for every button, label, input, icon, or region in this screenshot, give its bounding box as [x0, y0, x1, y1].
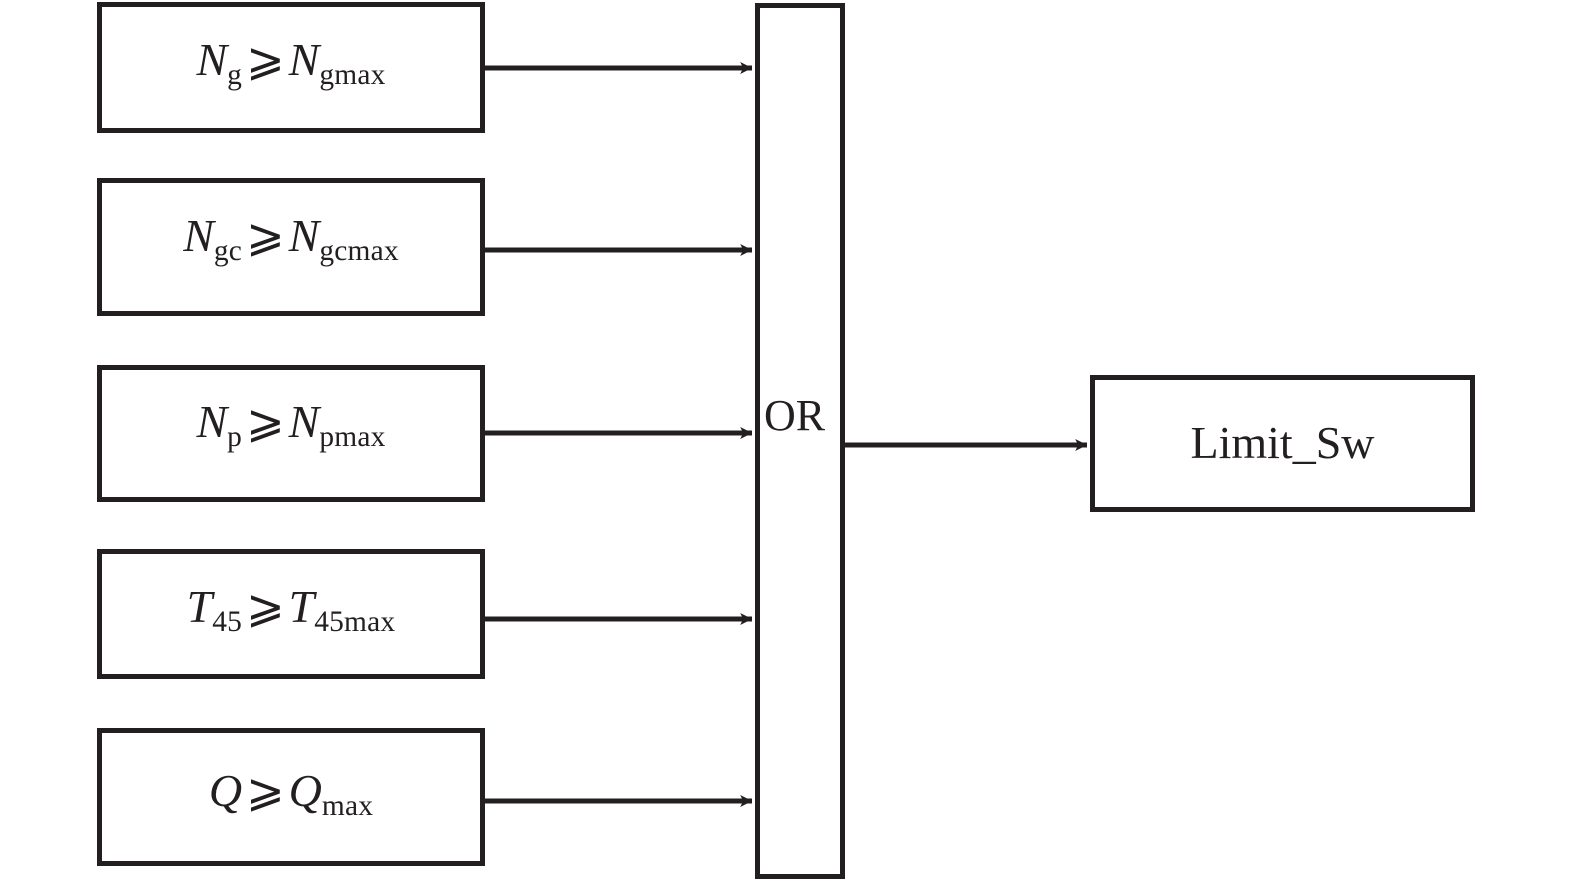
condition-label-ngc: Ngc⩾Ngcmax — [183, 210, 399, 267]
or-gate-label: OR — [764, 391, 826, 440]
output-label: Limit_Sw — [1190, 417, 1375, 468]
condition-box-ngc: Ngc⩾Ngcmax — [97, 178, 485, 316]
condition-label-t45: T45⩾T45max — [186, 581, 396, 638]
output-box-limit-sw: Limit_Sw — [1090, 375, 1475, 512]
condition-box-ng: Ng⩾Ngmax — [97, 2, 485, 133]
condition-box-t45: T45⩾T45max — [97, 549, 485, 679]
condition-box-np: Np⩾Npmax — [97, 365, 485, 502]
condition-label-q: Q⩾Qmax — [208, 765, 374, 822]
condition-label-np: Np⩾Npmax — [196, 396, 386, 453]
or-gate-bar — [755, 3, 845, 879]
condition-label-ng: Ng⩾Ngmax — [196, 34, 386, 91]
condition-box-q: Q⩾Qmax — [97, 728, 485, 866]
